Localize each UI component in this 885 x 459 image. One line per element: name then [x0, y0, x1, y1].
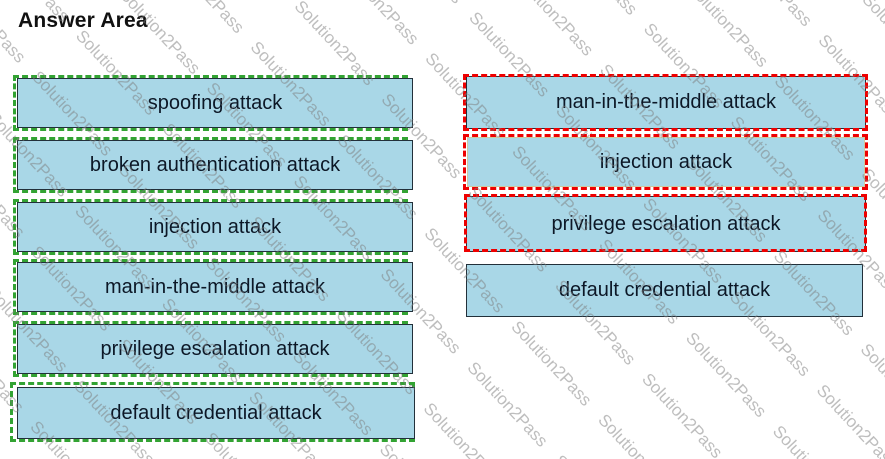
page-title: Answer Area — [18, 9, 148, 32]
drag-item-broken-authentication-attack[interactable]: broken authentication attack — [17, 140, 413, 190]
answer-slot-green: privilege escalation attack — [13, 321, 413, 377]
drag-item-man-in-the-middle-attack[interactable]: man-in-the-middle attack — [17, 262, 413, 312]
drag-item-privilege-escalation-attack[interactable]: privilege escalation attack — [17, 324, 413, 374]
answer-slot-green: broken authentication attack — [13, 137, 413, 193]
drag-item-default-credential-attack[interactable]: default credential attack — [466, 264, 863, 317]
drag-item-injection-attack[interactable]: injection attack — [467, 137, 865, 187]
answer-slot-green: man-in-the-middle attack — [13, 259, 413, 315]
drag-item-man-in-the-middle-attack[interactable]: man-in-the-middle attack — [466, 76, 866, 129]
answer-slot-green: injection attack — [13, 199, 413, 255]
answer-slot-green: spoofing attack — [13, 75, 413, 131]
drag-item-default-credential-attack[interactable]: default credential attack — [17, 387, 415, 439]
drag-item-spoofing-attack[interactable]: spoofing attack — [17, 78, 413, 128]
drag-item-privilege-escalation-attack[interactable]: privilege escalation attack — [466, 196, 866, 252]
drag-item-injection-attack[interactable]: injection attack — [17, 202, 413, 252]
answer-slot-green: default credential attack — [10, 382, 415, 442]
